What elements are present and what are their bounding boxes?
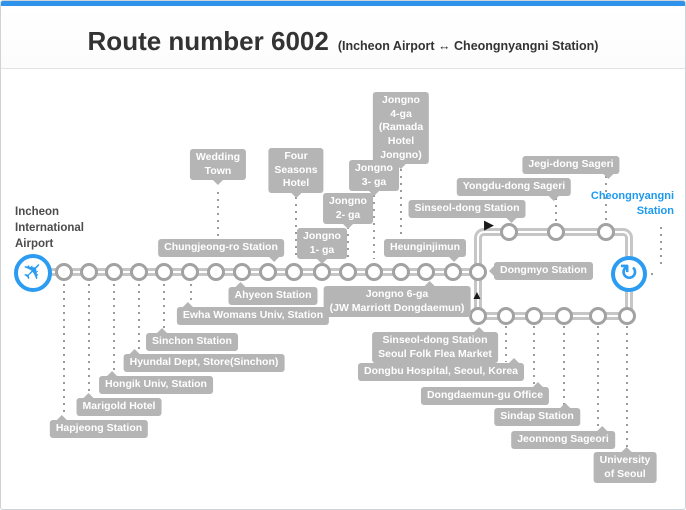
connector-dots [660,227,662,269]
station-marker [597,223,615,241]
station-marker [259,263,277,281]
station-label-jeonnong-sageori: Jeonnong Sageori [511,431,615,449]
connector-dots [626,326,628,450]
connector-dots [400,162,402,259]
end-endpoint-label: Cheongnyangni Station [590,190,674,217]
station-label-sindap: Sindap Station [494,408,580,426]
station-marker [365,263,383,281]
station-marker [500,223,518,241]
station-marker [339,263,357,281]
connector-dots [347,227,349,259]
station-label-sinseol-flea-market: Sinseol-dong Station Seoul Folk Flea Mar… [372,332,498,364]
connector-dots [597,326,599,429]
connector-dots [217,192,219,237]
station-marker [392,263,410,281]
station-marker [207,263,225,281]
connector-dots [138,284,140,351]
station-marker [181,263,199,281]
station-marker [105,263,123,281]
station-label-jongno-1ga: Jongno 1- ga [297,228,347,260]
station-marker [547,223,565,241]
route-title: Route number 6002 [87,26,329,56]
station-marker [130,263,148,281]
station-marker [618,307,636,325]
start-endpoint-label: Incheon International Airport [15,206,85,251]
connector-dots [113,284,115,373]
station-marker [555,307,573,325]
connector-dots [555,198,557,221]
station-marker [444,263,462,281]
station-marker [589,307,607,325]
connector-dots [63,284,65,416]
station-marker [469,263,487,281]
station-label-dongmyo: Dongmyo Station [494,262,593,280]
connector-dots [505,326,507,362]
route-diagram: Incheon International Airport Cheongnyan… [1,70,685,509]
station-marker [55,263,73,281]
connector-dots [605,176,607,221]
station-label-university-of-seoul: University of Seoul [593,452,657,484]
direction-arrow-right-icon: ▶ [484,217,494,232]
connector-dots [563,326,565,407]
direction-arrow-up-icon: ▲ [471,288,483,302]
station-marker [525,307,543,325]
connector-dots [190,284,192,305]
station-label-sinchon: Sinchon Station [146,333,238,351]
station-label-ewha-womans-univ: Ewha Womans Univ, Station [176,307,330,325]
loop-arrow-glyph: ↻ [619,260,639,285]
station-label-chungjeong-ro: Chungjeong-ro Station [158,239,284,257]
station-label-jongno-2ga: Jongno 2- ga [323,193,373,225]
station-label-sinseol-dong: Sinseol-dong Station [408,200,526,218]
station-label-four-seasons-hotel: Four Seasons Hotel [268,148,324,193]
station-label-marigold-hotel: Marigold Hotel [76,398,162,416]
station-label-wedding-town: Wedding Town [189,149,247,181]
connector-dots [163,284,165,330]
header: Route number 6002 (Incheon Airport ↔ Che… [1,6,685,69]
station-marker [313,263,331,281]
station-label-jegi-dong-sageri: Jegi-dong Sageri [522,156,620,174]
station-label-hapjeong: Hapjeong Station [49,420,149,438]
station-label-jongno-6ga: Jongno 6-ga (JW Marriott Dongdaemun) [323,286,471,318]
connector-dots [533,326,535,385]
station-label-dongbu-hospital: Dongbu Hospital, Seoul, Korea [357,363,525,381]
station-marker [285,263,303,281]
station-marker [469,307,487,325]
station-label-hyundal-dept-store: Hyundal Dept, Store(Sinchon) [123,354,285,372]
station-marker [497,307,515,325]
station-marker [417,263,435,281]
connector-dots [373,195,375,259]
station-marker [233,263,251,281]
loop-arrow-icon: ↻ [611,256,647,292]
station-label-dongdaemun-gu-office: Dongdaemun-gu Office [420,387,550,405]
station-marker [155,263,173,281]
connector-dots [295,197,297,259]
airplane-glyph: ✈ [15,254,51,289]
connector-dots [644,273,657,275]
station-label-ahyeon: Ahyeon Station [228,287,318,305]
connector-dots [88,284,90,395]
station-label-yongdu-dong-sageri: Yongdu-dong Sageri [456,178,572,196]
station-label-jongno-3ga: Jongno 3- ga [349,160,399,192]
station-label-jongno-4ga: Jongno 4-ga (Ramada Hotel Jongno) [372,92,430,165]
station-marker [80,263,98,281]
route-subtitle: (Incheon Airport ↔ Cheongnyangni Station… [337,39,599,53]
station-label-heunginjimun: Heunginjimun [384,239,466,257]
station-label-hongik-univ: Hongik Univ, Station [99,376,213,394]
accent-top-bar [1,1,685,6]
airplane-icon: ✈ [14,254,52,292]
